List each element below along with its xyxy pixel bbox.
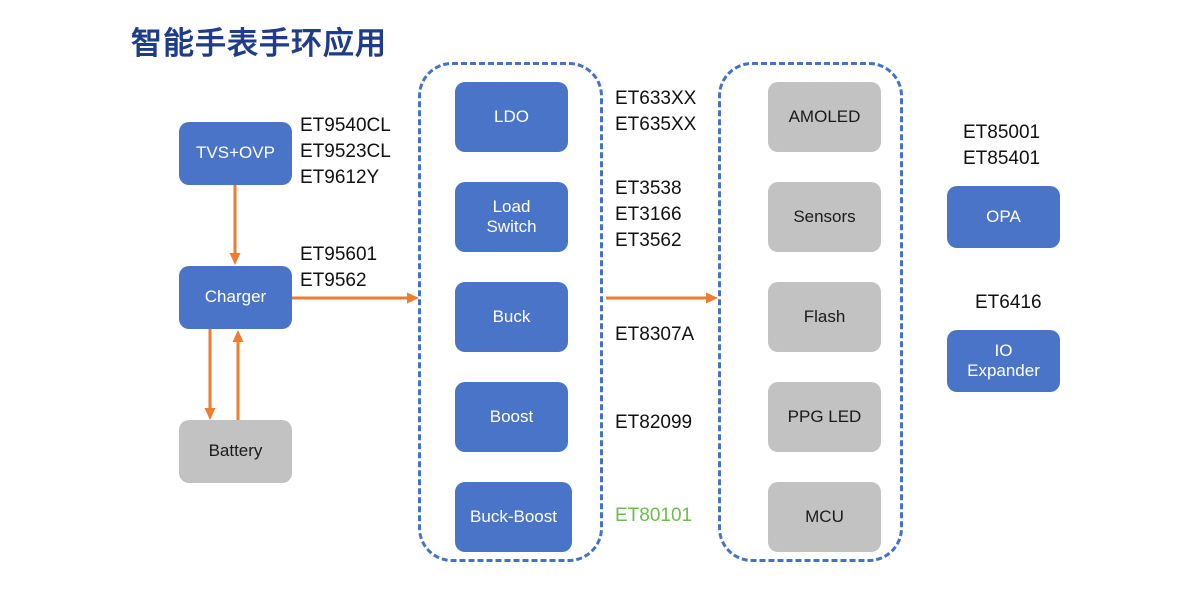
caption-charger-parts: ET95601 ET9562 (300, 244, 378, 292)
block-ldo-label: LDO (494, 106, 529, 126)
system-components-group (718, 62, 903, 562)
caption-boost-parts: ET82099 (615, 412, 693, 433)
arrow-power-to-system-group (606, 291, 719, 305)
block-ldo[interactable]: LDO (455, 82, 568, 152)
block-buck[interactable]: Buck (455, 282, 568, 352)
arrow-charger-to-power-group (292, 291, 420, 305)
block-sensors[interactable]: Sensors (768, 182, 881, 252)
block-boost[interactable]: Boost (455, 382, 568, 452)
caption-buck-parts: ET8307A (615, 324, 695, 345)
power-management-group (418, 62, 603, 562)
page-title: 智能手表手环应用 (131, 26, 387, 61)
block-io-expander-label: IO Expander (967, 340, 1040, 380)
block-boost-label: Boost (489, 406, 534, 426)
block-buck-boost-label: Buck-Boost (470, 506, 557, 526)
block-flash-label: Flash (803, 306, 846, 326)
block-tvs-ovp[interactable]: TVS+OVP (179, 122, 292, 185)
arrow-battery-to-charger (231, 329, 245, 421)
caption-buck-boost-parts: ET80101 (615, 505, 693, 526)
arrow-charger-to-battery (203, 329, 217, 421)
block-mcu-label: MCU (805, 506, 844, 526)
caption-load-switch-parts: ET3538 ET3166 ET3562 (615, 178, 682, 252)
block-tvs-ovp-label: TVS+OVP (196, 143, 275, 163)
caption-ldo-parts: ET633XX ET635XX (615, 88, 697, 136)
block-battery[interactable]: Battery (179, 420, 292, 483)
block-amoled[interactable]: AMOLED (768, 82, 881, 152)
block-ppg-led[interactable]: PPG LED (768, 382, 881, 452)
block-mcu[interactable]: MCU (768, 482, 881, 552)
block-opa[interactable]: OPA (947, 186, 1060, 248)
block-charger-label: Charger (204, 287, 267, 307)
block-charger[interactable]: Charger (179, 266, 292, 329)
block-buck-label: Buck (492, 306, 531, 326)
block-flash[interactable]: Flash (768, 282, 881, 352)
caption-io-expander-parts: ET6416 (975, 292, 1042, 313)
block-amoled-label: AMOLED (788, 106, 861, 126)
block-opa-label: OPA (986, 206, 1021, 226)
block-sensors-label: Sensors (793, 206, 856, 226)
block-ppg-led-label: PPG LED (787, 406, 862, 426)
block-buck-boost[interactable]: Buck-Boost (455, 482, 572, 552)
block-io-expander[interactable]: IO Expander (947, 330, 1060, 392)
block-battery-label: Battery (208, 441, 263, 461)
block-load-switch-label: Load Switch (486, 196, 537, 236)
caption-protection-parts: ET9540CL ET9523CL ET9612Y (300, 115, 391, 189)
arrow-tvs-to-charger (228, 185, 242, 266)
block-load-switch[interactable]: Load Switch (455, 182, 568, 252)
caption-opa-parts: ET85001 ET85401 (963, 122, 1041, 170)
